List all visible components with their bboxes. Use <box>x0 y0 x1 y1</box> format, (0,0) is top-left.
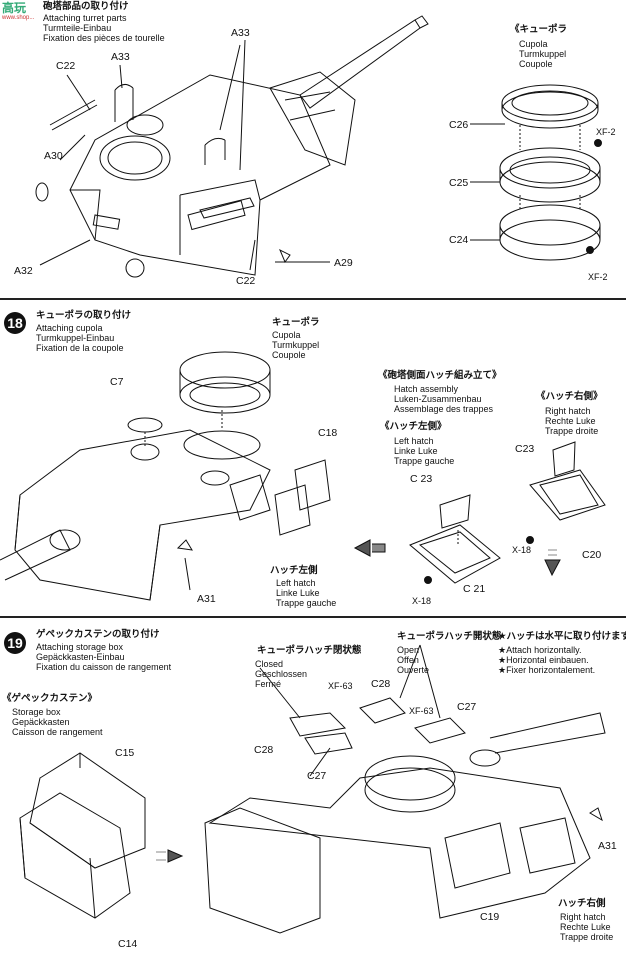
storage-box-jp: 《ゲペックカステン》 <box>2 693 98 704</box>
step-number: 18 <box>4 312 26 334</box>
step-17-title-jp: 砲塔部品の取り付け <box>43 1 129 12</box>
step-18-title-de: Turmkuppel-Einbau <box>36 333 115 343</box>
closed-note-de: Geschlossen <box>255 669 308 679</box>
step-17-title-de: Turmteile-Einbau <box>43 23 112 33</box>
step-17-title-en: Attaching turret parts <box>43 13 127 23</box>
part-label-c27: C27 <box>457 701 477 713</box>
closed-note-en: Closed <box>255 659 284 669</box>
part-label-c25: C25 <box>449 177 469 189</box>
open-note-de: Offen <box>397 655 419 665</box>
right-hatch-note-de: Rechte Luke <box>560 922 611 932</box>
storage-box-de: Gepäckkasten <box>12 717 70 727</box>
step-18-title-en: Attaching cupola <box>36 323 103 333</box>
turret-parts-drawing <box>35 15 602 278</box>
left-hatch-note-jp: ハッチ左側 <box>270 565 318 576</box>
cupola-title-de: Turmkuppel <box>519 49 567 59</box>
step-18-title-fr: Fixation de la coupole <box>36 343 124 353</box>
left-hatch-note-de: Linke Luke <box>276 588 320 598</box>
cupola-title-fr: Coupole <box>519 59 553 69</box>
part-label-c22: C22 <box>236 275 256 287</box>
right-hatch-jp: 《ハッチ右側》 <box>536 391 603 402</box>
step-number: 19 <box>4 632 26 654</box>
horizontal-note-en: ★Attach horizontally. <box>498 645 582 655</box>
part-label-a33: A33 <box>111 51 130 63</box>
part-label-c18: C18 <box>318 427 338 439</box>
step-17-title-fr: Fixation des pièces de tourelle <box>43 33 165 43</box>
part-label-a31: A31 <box>197 593 216 605</box>
part-label-c14: C14 <box>118 938 138 950</box>
step-18-panel: 18 キューポラの取り付け Attaching cupola Turmkuppe… <box>0 300 626 616</box>
left-hatch-note-en: Left hatch <box>276 578 316 588</box>
right-hatch-note-jp: ハッチ右側 <box>558 898 606 909</box>
step-19-panel: 19 ゲペックカステンの取り付け Attaching storage box G… <box>0 618 626 953</box>
closed-note-fr: Fermé <box>255 679 282 689</box>
cupola-attach-drawing <box>0 351 606 601</box>
cupola-note-jp: キューポラ <box>272 317 320 328</box>
open-note-fr: Ouverte <box>397 665 430 675</box>
paint-label-xf2: XF-2 <box>588 272 608 282</box>
part-label-c28: C28 <box>254 744 274 756</box>
right-hatch-fr: Trappe droite <box>545 426 599 436</box>
part-label-c27: C27 <box>307 770 327 782</box>
horizontal-note-jp: ★ハッチは水平に取り付けます。 <box>498 631 626 642</box>
right-hatch-note-fr: Trappe droite <box>560 932 614 942</box>
part-label-a31: A31 <box>598 840 617 852</box>
part-label-a32: A32 <box>14 265 33 277</box>
part-label-a30: A30 <box>44 150 63 162</box>
cupola-title-jp: 《キューポラ <box>510 24 568 35</box>
cupola-note-fr: Coupole <box>272 350 306 360</box>
open-note-en: Open <box>397 645 420 655</box>
storage-box-en: Storage box <box>12 707 61 717</box>
paint-label-xf2: XF-2 <box>596 127 616 137</box>
hatch-assembly-en: Hatch assembly <box>394 384 459 394</box>
right-hatch-en: Right hatch <box>545 406 591 416</box>
part-label-c23: C23 <box>515 443 535 455</box>
step-18-title-jp: キューポラの取り付け <box>36 310 132 321</box>
left-hatch-en: Left hatch <box>394 436 434 446</box>
left-hatch-note-fr: Trappe gauche <box>276 598 337 608</box>
step-19-title-fr: Fixation du caisson de rangement <box>36 662 172 672</box>
part-label-c20: C20 <box>582 549 602 561</box>
horizontal-note-de: ★Horizontal einbauen. <box>498 655 589 665</box>
part-label-c26: C26 <box>449 119 469 131</box>
part-label-a33: A33 <box>231 27 250 39</box>
storage-box-drawing <box>19 644 606 934</box>
cupola-note-en: Cupola <box>272 330 301 340</box>
step-17-panel: 砲塔部品の取り付け Attaching turret parts Turmtei… <box>0 0 626 298</box>
part-label-c21: C 21 <box>463 583 486 595</box>
cupola-note-de: Turmkuppel <box>272 340 320 350</box>
part-label-c24: C24 <box>449 234 469 246</box>
open-note-jp: キューポラハッチ開状態 <box>397 631 502 642</box>
left-hatch-de: Linke Luke <box>394 446 438 456</box>
step-19-title-de: Gepäckkasten-Einbau <box>36 652 125 662</box>
right-hatch-de: Rechte Luke <box>545 416 596 426</box>
hatch-assembly-de: Luken-Zusammenbau <box>394 394 482 404</box>
divider <box>0 616 626 618</box>
divider <box>0 298 626 300</box>
hatch-assembly-fr: Assemblage des trappes <box>394 404 494 414</box>
part-label-x18: X-18 <box>512 545 532 555</box>
storage-box-fr: Caisson de rangement <box>12 727 103 737</box>
closed-note-jp: キューポラハッチ閉状態 <box>257 645 362 656</box>
horizontal-note-fr: ★Fixer horizontalement. <box>498 665 596 675</box>
paint-label-xf63: XF-63 <box>409 706 434 716</box>
step-19-title-en: Attaching storage box <box>36 642 124 652</box>
watermark-logo: 高玩 www.shop... <box>2 1 35 22</box>
part-label-a29: A29 <box>334 257 353 269</box>
part-label-c28: C28 <box>371 678 391 690</box>
part-label-c15: C15 <box>115 747 135 759</box>
part-label-c22: C22 <box>56 60 76 72</box>
left-hatch-jp: 《ハッチ左側》 <box>380 421 447 432</box>
part-label-c19: C19 <box>480 911 500 923</box>
step-19-title-jp: ゲペックカステンの取り付け <box>36 629 160 640</box>
part-label-x18: X-18 <box>412 596 432 606</box>
part-label-c7: C7 <box>110 376 124 388</box>
cupola-title-en: Cupola <box>519 39 548 49</box>
paint-label-xf63: XF-63 <box>328 681 353 691</box>
left-hatch-fr: Trappe gauche <box>394 456 455 466</box>
part-label-c23: C 23 <box>410 473 433 485</box>
hatch-assembly-jp: 《砲塔側面ハッチ組み立て》 <box>378 370 502 381</box>
right-hatch-note-en: Right hatch <box>560 912 606 922</box>
